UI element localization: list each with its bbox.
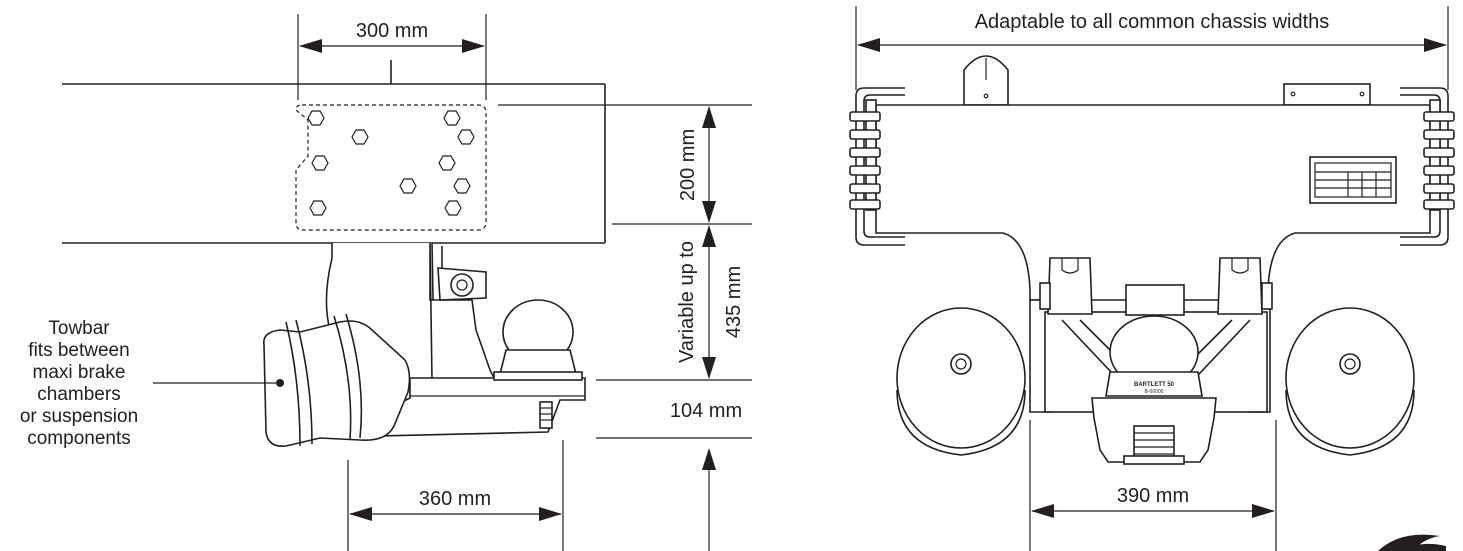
- plate-height-label: 200 mm: [677, 129, 699, 201]
- plate-width-dimension: 300 mm: [297, 14, 487, 100]
- ball-marking-line1: BARTLETT 50: [1134, 382, 1175, 388]
- right-bolt-stack: [1423, 111, 1455, 210]
- callout-line-6: components: [27, 428, 131, 449]
- drop-label-line1: Variable up to: [676, 241, 698, 363]
- brake-chamber: [153, 313, 411, 448]
- callout-line-1: Towbar: [48, 318, 110, 339]
- towball-front: BARTLETT 50 B-00000: [1091, 315, 1217, 465]
- left-bolt-stack: [849, 111, 881, 210]
- callout-line-3: maxi brake: [33, 362, 126, 383]
- plate-height-dimension: 200 mm: [498, 104, 752, 225]
- right-wheel: [1285, 307, 1415, 456]
- ball-height-label: 104 mm: [670, 400, 742, 422]
- mounting-plate: [295, 104, 487, 231]
- crossmember: [849, 87, 1455, 301]
- side-view: 300 mm: [20, 14, 752, 551]
- chassis-rail: [62, 60, 606, 244]
- length-label: 360 mm: [419, 488, 491, 510]
- corner-logo-mark-2: [1400, 543, 1446, 551]
- front-view: Adaptable to all common chassis widths: [849, 6, 1455, 551]
- callout-line-5: or suspension: [20, 406, 138, 427]
- top-mount-lug: [963, 55, 1009, 106]
- left-wheel: [896, 307, 1026, 456]
- frame-width-dimension: 390 mm: [1029, 420, 1277, 551]
- ball-height-dimension: 104 mm: [596, 379, 752, 551]
- callout-line-2: fits between: [28, 340, 129, 361]
- frame-width-label: 390 mm: [1117, 485, 1189, 507]
- corner-logo-mark: [1378, 534, 1440, 551]
- length-dimension: 360 mm: [347, 440, 564, 551]
- callout-line-4: chambers: [37, 384, 120, 405]
- towbar-callout: Towbar fits between maxi brake chambers …: [20, 318, 138, 449]
- chassis-width-label: Adaptable to all common chassis widths: [975, 11, 1330, 33]
- plate-width-label: 300 mm: [356, 20, 428, 42]
- drop-dimension: Variable up to 435 mm: [676, 225, 745, 379]
- chassis-width-dimension: Adaptable to all common chassis widths: [855, 6, 1449, 90]
- ball-marking-line2: B-00000: [1145, 389, 1164, 395]
- top-mount-plate: [1283, 83, 1371, 106]
- bolt-hex-group: [307, 110, 475, 216]
- drop-label-line2: 435 mm: [723, 266, 745, 338]
